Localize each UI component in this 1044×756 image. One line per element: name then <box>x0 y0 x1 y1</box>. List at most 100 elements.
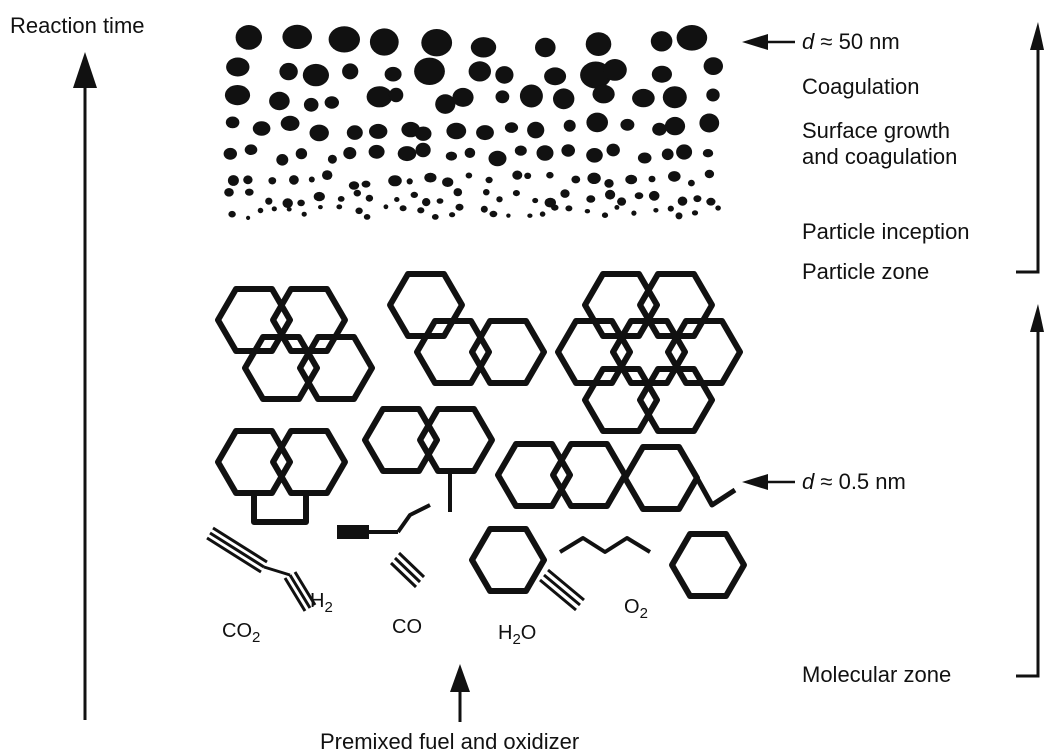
soot-particle <box>675 212 683 220</box>
soot-particle <box>369 28 399 56</box>
soot-particle <box>514 145 527 156</box>
naphthalene-molecule <box>495 441 628 509</box>
molecular-zone-bracket <box>1016 330 1040 678</box>
soot-particle <box>620 118 635 131</box>
soot-particle <box>227 175 239 186</box>
diameter-symbol: d <box>802 469 815 494</box>
soot-particle <box>397 146 417 162</box>
molecular-zone-label: Molecular zone <box>802 662 952 687</box>
soot-particle <box>512 170 523 180</box>
particle-cloud <box>223 24 723 220</box>
soot-particle <box>546 171 554 179</box>
stage-coagulation: Coagulation <box>802 74 920 99</box>
soot-particle <box>539 211 546 217</box>
particle-zone-bracket-head <box>1030 22 1044 50</box>
soot-particle <box>365 194 374 202</box>
soot-particle <box>632 88 655 108</box>
soot-particle <box>295 148 308 160</box>
soot-particle <box>343 147 357 160</box>
soot-particle <box>289 175 299 185</box>
soot-particle <box>496 196 503 203</box>
soot-particle <box>243 175 253 185</box>
soot-particle <box>715 205 721 211</box>
soot-particle <box>355 207 363 215</box>
soot-particle <box>702 149 714 158</box>
soot-particle <box>394 197 400 202</box>
soot-particle <box>436 198 444 204</box>
molecular-zone-bracket-head <box>1030 304 1044 332</box>
soot-particle <box>519 84 543 108</box>
soot-particle <box>361 180 371 188</box>
soot-particle <box>346 125 363 140</box>
soot-particle <box>489 210 498 218</box>
soot-particle <box>464 147 476 158</box>
soot-particle <box>415 126 432 141</box>
soot-particle <box>399 205 407 212</box>
species-h2: H2 <box>310 590 333 616</box>
styrene-molecule <box>622 444 737 512</box>
soot-particle <box>488 150 507 167</box>
soot-particle <box>279 62 298 81</box>
soot-particle <box>327 154 337 164</box>
reaction-time-label: Reaction time <box>10 13 145 38</box>
soot-particle <box>417 207 425 214</box>
soot-particle <box>268 177 277 185</box>
pyrene-molecule <box>215 286 375 402</box>
soot-particle <box>468 61 491 82</box>
particle-zone-label: Particle zone <box>802 259 930 284</box>
phenanthrene-molecule <box>387 271 547 386</box>
soot-particle <box>280 115 300 131</box>
soot-particle <box>244 144 258 155</box>
soot-particle <box>302 63 329 87</box>
soot-particle <box>224 85 251 106</box>
soot-particle <box>309 124 329 142</box>
soot-particle <box>235 25 262 50</box>
soot-particle <box>424 172 437 183</box>
soot-particle <box>455 203 464 211</box>
soot-particle <box>265 197 273 205</box>
soot-particle <box>308 176 315 183</box>
soot-particle <box>297 199 305 207</box>
soot-particle <box>606 143 620 157</box>
soot-particle <box>368 144 385 159</box>
soot-particle <box>706 88 720 102</box>
soot-particle <box>421 29 453 57</box>
soot-particle <box>435 94 456 114</box>
particle-zone-bracket <box>1016 48 1040 274</box>
soot-particle <box>563 119 576 132</box>
soot-particle <box>442 177 454 187</box>
soot-particle <box>650 31 673 52</box>
approx-symbol: ≈ <box>820 469 833 494</box>
soot-particle <box>688 179 695 187</box>
soot-particle <box>648 190 660 201</box>
soot-particle <box>512 190 520 197</box>
soot-particle <box>226 57 250 77</box>
diameter-symbol: d <box>802 29 815 54</box>
soot-particle <box>257 207 264 214</box>
soot-particle <box>527 213 533 218</box>
soot-particle <box>303 97 319 112</box>
soot-particle <box>648 175 656 183</box>
soot-particle <box>483 189 490 196</box>
size-pointer-50nm-head <box>742 34 768 50</box>
soot-particle <box>453 188 463 197</box>
soot-particle <box>561 144 575 157</box>
soot-particle <box>322 170 333 181</box>
soot-particle <box>706 197 716 206</box>
soot-particle <box>524 172 532 179</box>
soot-particle <box>625 174 638 185</box>
stage-particle-inception: Particle inception <box>802 219 970 244</box>
approx-symbol: ≈ <box>820 29 833 54</box>
soot-particle <box>223 147 237 160</box>
soot-particle <box>544 67 567 86</box>
soot-particle <box>422 198 431 207</box>
soot-particle <box>693 195 702 203</box>
soot-particle <box>527 121 545 139</box>
soot-particle <box>586 195 596 203</box>
soot-particle <box>337 196 345 202</box>
soot-particle <box>465 172 473 179</box>
soot-particle <box>366 86 393 108</box>
soot-particle <box>603 59 627 81</box>
soot-particle <box>224 188 234 197</box>
soot-particle <box>495 66 514 84</box>
